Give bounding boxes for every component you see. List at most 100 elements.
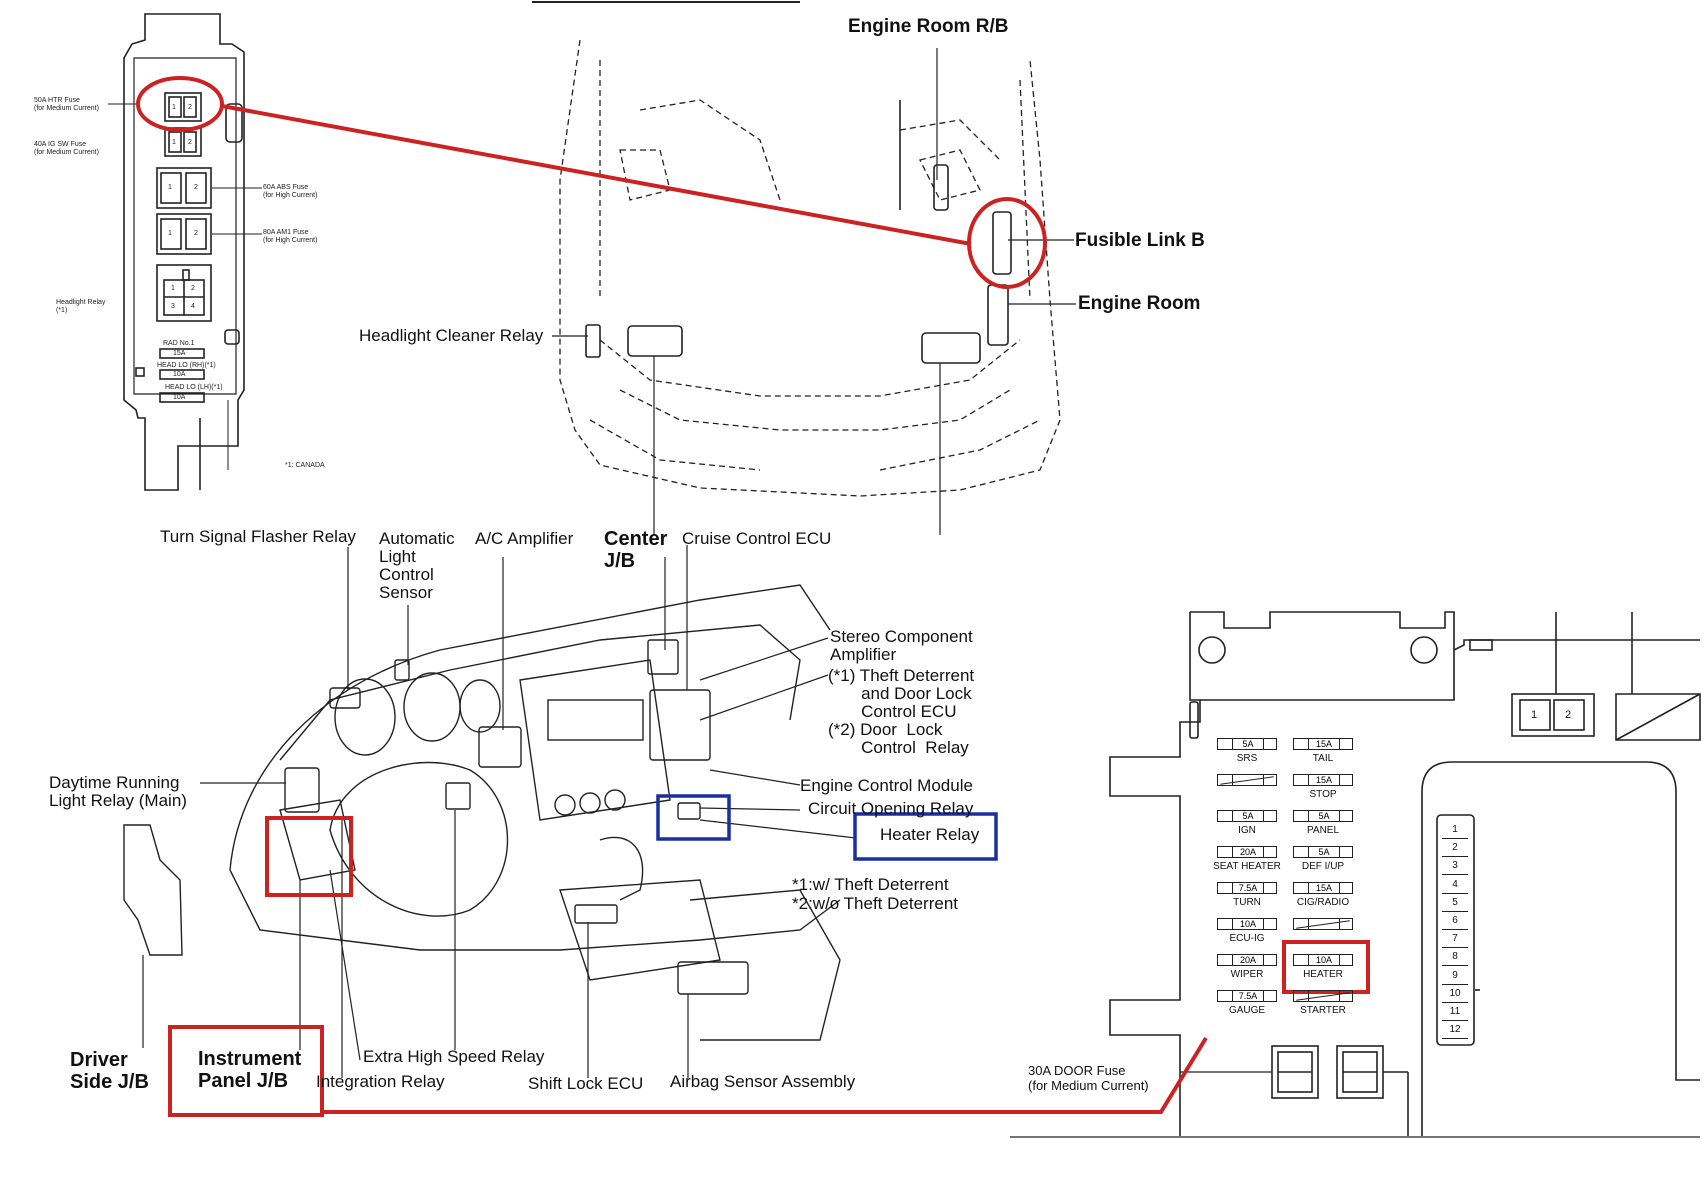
ac-amplifier-label: A/C Amplifier (475, 529, 574, 548)
engine-control-module-label: Engine Control Module (800, 776, 973, 795)
engine-room-relay-block (108, 13, 262, 491)
fuse-amperage (1308, 919, 1340, 929)
pin-label: 2 (194, 230, 198, 237)
pin-label: 2 (191, 285, 195, 292)
connector-pin: 11 (1442, 1004, 1468, 1021)
fuse-slot: 15A (1293, 774, 1353, 786)
rad-no1-label: RAD No.1 (163, 340, 195, 347)
fuse-amperage: 7.5A (1232, 883, 1264, 893)
fuse-amperage: 10A (1232, 919, 1264, 929)
fuse-amperage: 20A (1232, 955, 1264, 965)
connector-pin: 10 (1442, 986, 1468, 1003)
theft-note-2: *2:w/o Theft Deterrent (792, 894, 958, 913)
head-lo-lh-label: HEAD LO (LH)(*1) (165, 384, 223, 391)
fuse-name: SEAT HEATER (1213, 861, 1281, 872)
fuse-amperage: 10A (1308, 955, 1340, 965)
connector-pin: 1 (1442, 822, 1468, 839)
circuit-opening-relay-label: Circuit Opening Relay (808, 799, 974, 818)
pin-label: 2 (188, 139, 192, 146)
connector-pin: 5 (1442, 895, 1468, 912)
extra-high-speed-relay-label: Extra High Speed Relay (363, 1047, 545, 1066)
connector-pin: 8 (1442, 949, 1468, 967)
fuse-slot: 7.5A (1217, 990, 1277, 1002)
ig-sw-fuse-label: 40A IG SW Fuse(for Medium Current) (34, 141, 99, 156)
fuse-name: ECU-IG (1229, 933, 1265, 944)
canada-note: *1: CANADA (285, 462, 325, 469)
turn-signal-flasher-relay-label: Turn Signal Flasher Relay (160, 527, 356, 546)
cruise-control-ecu-label: Cruise Control ECU (682, 529, 832, 548)
pin-label: 2 (188, 104, 192, 111)
fuse-slot: 7.5A (1217, 882, 1277, 894)
fuse-amperage: 5A (1308, 811, 1340, 821)
heater-relay-label: Heater Relay (880, 825, 980, 844)
fuse-name: STOP (1309, 789, 1337, 800)
integration-relay-label: Integration Relay (316, 1072, 445, 1091)
instrument-panel-junction-block (1010, 611, 1701, 1138)
fuse-slot: 20A (1217, 846, 1277, 858)
fuse-slot (1217, 774, 1277, 786)
fuse-name: GAUGE (1228, 1005, 1266, 1016)
pin-label: 3 (171, 303, 175, 310)
fuse-slot: 5A (1217, 738, 1277, 750)
door-fuse-label: 30A DOOR Fuse(for Medium Current) (1028, 1063, 1149, 1093)
head-lo-rh-label: HEAD LO (RH)(*1) (157, 362, 216, 369)
connector-pin: 6 (1442, 913, 1468, 930)
fuse-name: WIPER (1230, 969, 1264, 980)
am1-fuse-label: 80A AM1 Fuse(for High Current) (263, 229, 318, 244)
fuse-amperage: 15A (1308, 775, 1340, 785)
connector-pin: 7 (1442, 931, 1468, 949)
shift-lock-ecu-label: Shift Lock ECU (528, 1074, 644, 1093)
fuse-15a-label: 15A (173, 350, 186, 357)
fuse-amperage: 15A (1308, 883, 1340, 893)
headlight-relay-label: Headlight Relay(*1) (56, 299, 106, 314)
pin-label: 1 (172, 104, 176, 111)
connector-pin: 12 (1442, 1022, 1468, 1040)
fuse-slot (1293, 990, 1353, 1002)
htr-fuse-label: 50A HTR Fuse(for Medium Current) (34, 97, 99, 112)
fuse-name: IGN (1238, 825, 1256, 836)
fuse-slot: 15A (1293, 882, 1353, 894)
fuse-name: DEF I/UP (1301, 861, 1345, 872)
fuse-amperage: 7.5A (1232, 991, 1264, 1001)
relay-pin-label: 1 (1531, 709, 1538, 721)
fuse-name: SRS (1236, 753, 1258, 764)
fuse-amperage (1232, 775, 1264, 785)
fuse-slot: 10A (1293, 954, 1353, 966)
airbag-sensor-assembly-label: Airbag Sensor Assembly (670, 1072, 856, 1091)
pin-label: 4 (191, 303, 195, 310)
pin-label: 2 (194, 184, 198, 191)
fuse-slot: 10A (1217, 918, 1277, 930)
fuse-10a-b-label: 10A (173, 394, 186, 401)
fuse-amperage: 20A (1232, 847, 1264, 857)
fuse-slot: 5A (1293, 846, 1353, 858)
pin-label: 1 (168, 184, 172, 191)
fuse-amperage: 5A (1232, 739, 1264, 749)
abs-fuse-label: 60A ABS Fuse(for High Current) (263, 184, 318, 199)
fuse-slot: 5A (1293, 810, 1353, 822)
engine-room-rb-label: Engine Room R/B (848, 16, 1009, 37)
vehicle-front-drawing (559, 39, 1061, 497)
fuse-name: CIG/RADIO (1296, 897, 1350, 908)
fuse-slot: 20A (1217, 954, 1277, 966)
connector-pin: 3 (1442, 858, 1468, 876)
pin-label: 1 (171, 285, 175, 292)
fuse-name: STARTER (1300, 1005, 1346, 1016)
fuse-name: TURN (1233, 897, 1261, 908)
fuse-amperage (1308, 991, 1340, 1001)
theft-note-1: *1:w/ Theft Deterrent (792, 875, 949, 894)
connector-pin: 2 (1442, 840, 1468, 858)
dashboard-drawing (123, 584, 841, 1041)
headlight-cleaner-relay-label: Headlight Cleaner Relay (359, 326, 544, 345)
connector-pin: 4 (1442, 877, 1468, 894)
engine-room-label: Engine Room (1078, 293, 1201, 314)
fuse-slot (1293, 918, 1353, 930)
theft-deterrent-label: (*1) Theft Deterrent and Door Lock Contr… (828, 666, 975, 757)
fuse-amperage: 5A (1308, 847, 1340, 857)
fuse-10a-a-label: 10A (173, 371, 186, 378)
